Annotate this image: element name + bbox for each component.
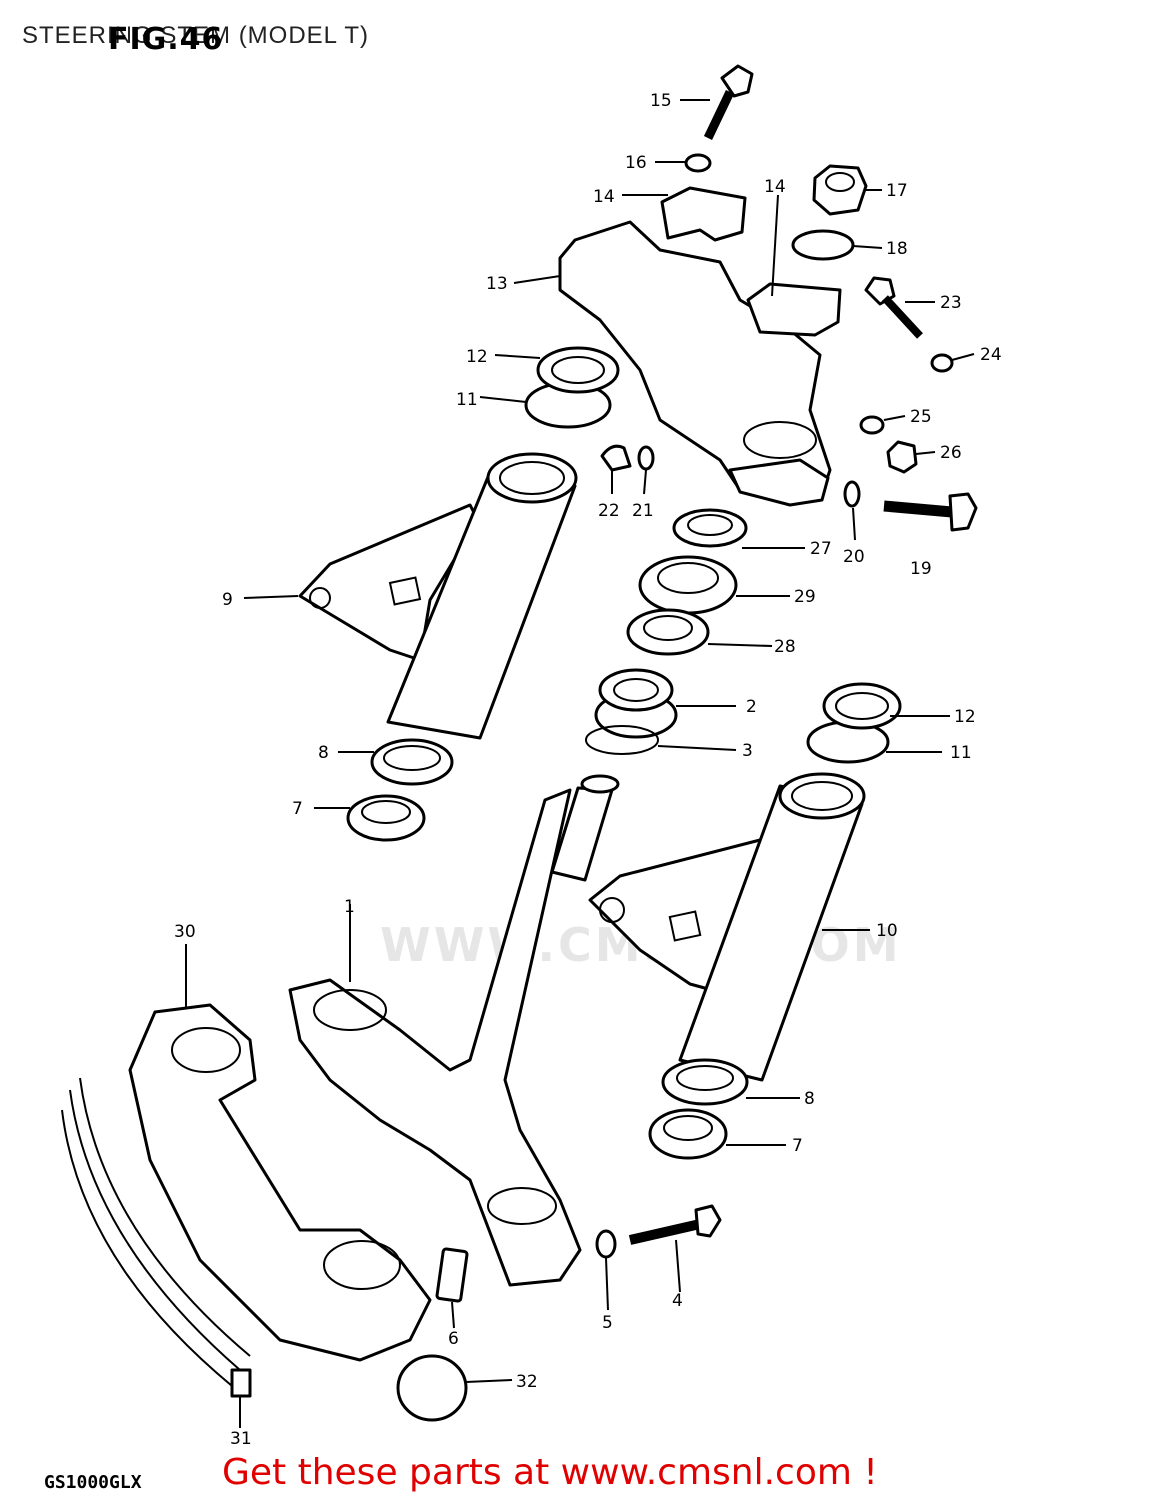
label-29: 29 bbox=[794, 587, 816, 607]
label-17: 17 bbox=[886, 181, 908, 201]
part-26-nut bbox=[886, 440, 918, 474]
part-12-11-bearing-upper-left bbox=[524, 346, 620, 429]
part-13-upper-bracket bbox=[558, 220, 832, 502]
label-2: 2 bbox=[746, 697, 757, 717]
label-16: 16 bbox=[625, 153, 647, 173]
part-21-washer bbox=[637, 445, 655, 471]
leader-lines bbox=[185, 99, 975, 1428]
part-7-ring-left bbox=[346, 794, 426, 842]
part-10-fork-holder-right bbox=[588, 772, 866, 1082]
label-26: 26 bbox=[940, 443, 962, 463]
label-32: 32 bbox=[516, 1372, 538, 1392]
part-19-bolt bbox=[883, 492, 978, 532]
part-32-cap bbox=[396, 1354, 468, 1422]
part-22-cap-nut bbox=[600, 444, 632, 472]
part-15-bolt bbox=[703, 64, 754, 140]
part-14-clamp-left bbox=[660, 186, 747, 242]
part-28-race bbox=[626, 608, 710, 656]
label-12: 12 bbox=[466, 347, 488, 367]
label-13: 13 bbox=[486, 274, 508, 294]
label-4: 4 bbox=[672, 1291, 683, 1311]
label-31: 31 bbox=[230, 1429, 252, 1449]
label-10: 10 bbox=[876, 921, 898, 941]
label-22: 22 bbox=[598, 501, 620, 521]
part-8-seal-right bbox=[661, 1058, 749, 1106]
part-20-washer bbox=[843, 480, 861, 508]
part-7-ring-right bbox=[648, 1108, 728, 1160]
part-27-locknut bbox=[672, 508, 748, 548]
part-25-washer bbox=[859, 415, 885, 435]
label-7: 7 bbox=[792, 1136, 803, 1156]
model-code: GS1000GLX bbox=[44, 1472, 142, 1493]
page-title: STEERING STEM (MODEL T) bbox=[22, 22, 370, 49]
part-12-11-bearing-right bbox=[806, 682, 902, 764]
figure-number: FIG.46 bbox=[108, 22, 224, 57]
part-17-nut bbox=[812, 164, 868, 216]
part-6-clip bbox=[435, 1247, 469, 1303]
label-14: 14 bbox=[764, 177, 786, 197]
part-9-fork-holder-left bbox=[298, 452, 578, 740]
label-8: 8 bbox=[804, 1089, 815, 1109]
label-24: 24 bbox=[980, 345, 1002, 365]
part-3-dust-seal bbox=[585, 725, 659, 755]
label-6: 6 bbox=[448, 1329, 459, 1349]
label-23: 23 bbox=[940, 293, 962, 313]
label-15: 15 bbox=[650, 91, 672, 111]
part-2-seal bbox=[594, 668, 678, 739]
label-7: 7 bbox=[292, 799, 303, 819]
label-25: 25 bbox=[910, 407, 932, 427]
label-30: 30 bbox=[174, 922, 196, 942]
label-1: 1 bbox=[344, 897, 355, 917]
part-24-washer bbox=[930, 353, 954, 373]
label-14: 14 bbox=[593, 187, 615, 207]
label-21: 21 bbox=[632, 501, 654, 521]
part-1-steering-stem bbox=[288, 774, 620, 1287]
label-28: 28 bbox=[774, 637, 796, 657]
part-14-clamp-right bbox=[746, 282, 842, 337]
part-8-seal-left bbox=[370, 738, 454, 786]
label-5: 5 bbox=[602, 1313, 613, 1333]
label-3: 3 bbox=[742, 741, 753, 761]
promo-link[interactable]: Get these parts at www.cmsnl.com ! bbox=[222, 1452, 878, 1493]
part-29-bearing bbox=[638, 555, 738, 615]
part-18-washer bbox=[791, 229, 855, 261]
part-31-emblem-strip bbox=[61, 1077, 252, 1398]
part-5-washer bbox=[595, 1229, 617, 1259]
part-13-stem-boss bbox=[728, 458, 830, 507]
label-11: 11 bbox=[456, 390, 478, 410]
part-16-washer bbox=[684, 153, 712, 173]
label-12: 12 bbox=[954, 707, 976, 727]
label-8: 8 bbox=[318, 743, 329, 763]
label-27: 27 bbox=[810, 539, 832, 559]
callout-labels: 15 16 14 14 17 18 13 23 24 12 11 25 26 2… bbox=[174, 91, 1002, 1449]
part-4-bolt bbox=[628, 1204, 722, 1245]
label-11: 11 bbox=[950, 743, 972, 763]
label-18: 18 bbox=[886, 239, 908, 259]
label-19: 19 bbox=[910, 559, 932, 579]
label-20: 20 bbox=[843, 547, 865, 567]
label-9: 9 bbox=[222, 590, 233, 610]
part-23-bolt bbox=[864, 276, 923, 339]
part-30-cover bbox=[128, 1003, 432, 1362]
